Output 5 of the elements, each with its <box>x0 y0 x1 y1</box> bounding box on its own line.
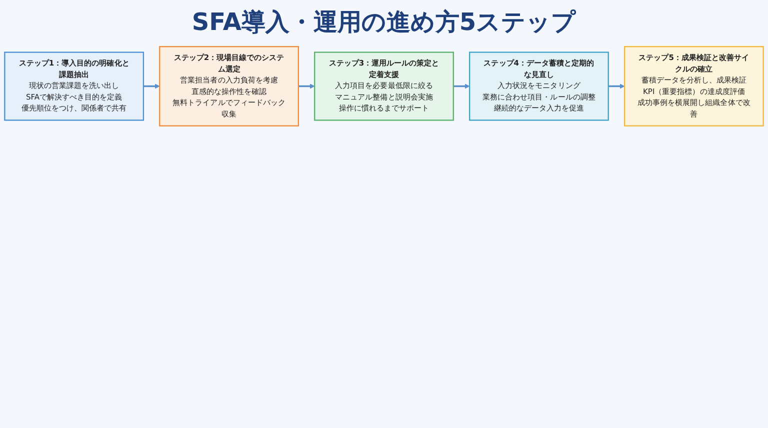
arrow <box>453 84 470 89</box>
diagram-title: SFA導入・運用の進め方5ステップ <box>190 7 578 38</box>
arrow <box>143 84 160 89</box>
arrow <box>608 84 625 89</box>
arrow <box>298 84 315 89</box>
